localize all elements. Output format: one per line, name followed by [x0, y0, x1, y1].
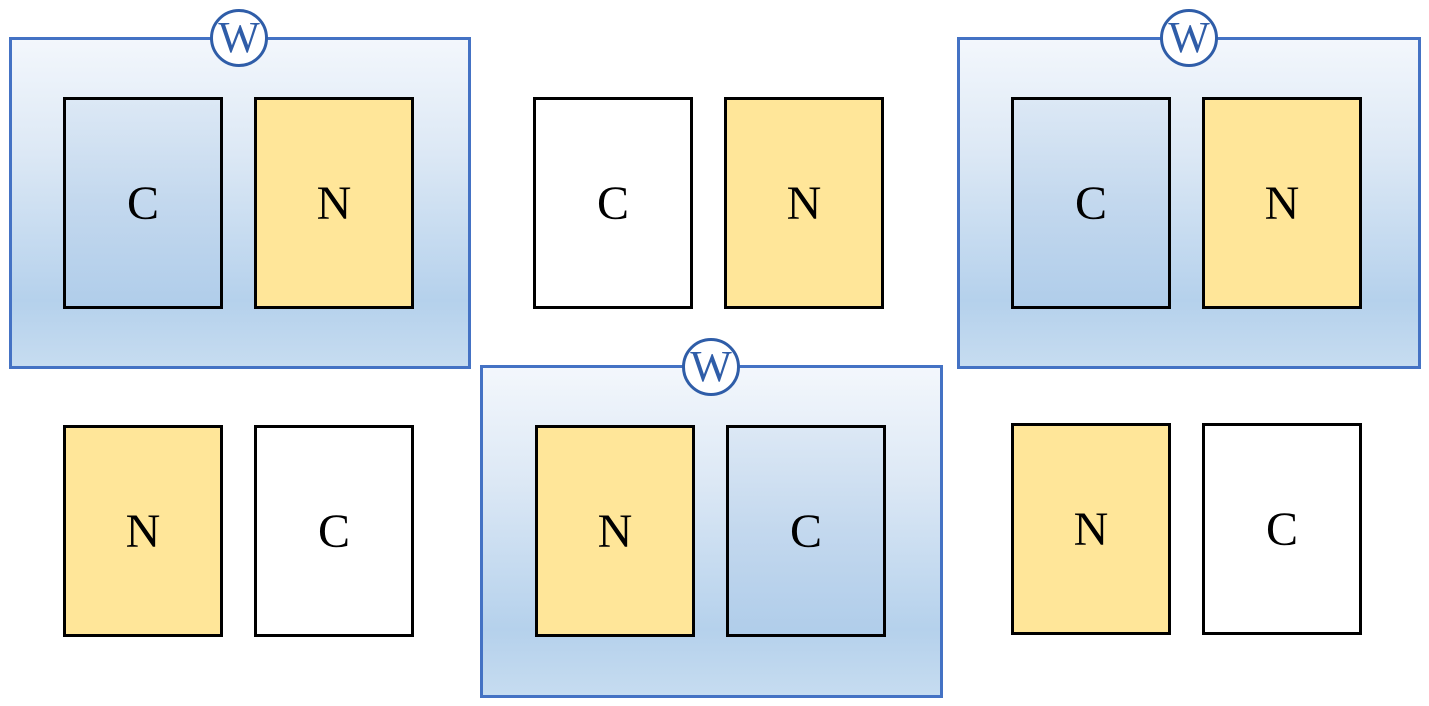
card-bottom-middle-2: C — [726, 425, 886, 637]
window-badge-top-right: W — [1160, 9, 1218, 67]
window-badge-bottom-middle: W — [682, 338, 740, 396]
card-bottom-middle-1: N — [535, 425, 695, 637]
card-top-left-2: N — [254, 97, 414, 309]
card-bottom-right-1: N — [1011, 423, 1171, 635]
card-top-left-1: C — [63, 97, 223, 309]
card-top-right-2: N — [1202, 97, 1362, 309]
card-top-middle-1: C — [533, 97, 693, 309]
card-bottom-right-2: C — [1202, 423, 1362, 635]
card-bottom-left-1: N — [63, 425, 223, 637]
card-bottom-left-2: C — [254, 425, 414, 637]
window-badge-top-left: W — [210, 9, 268, 67]
card-top-right-1: C — [1011, 97, 1171, 309]
card-top-middle-2: N — [724, 97, 884, 309]
